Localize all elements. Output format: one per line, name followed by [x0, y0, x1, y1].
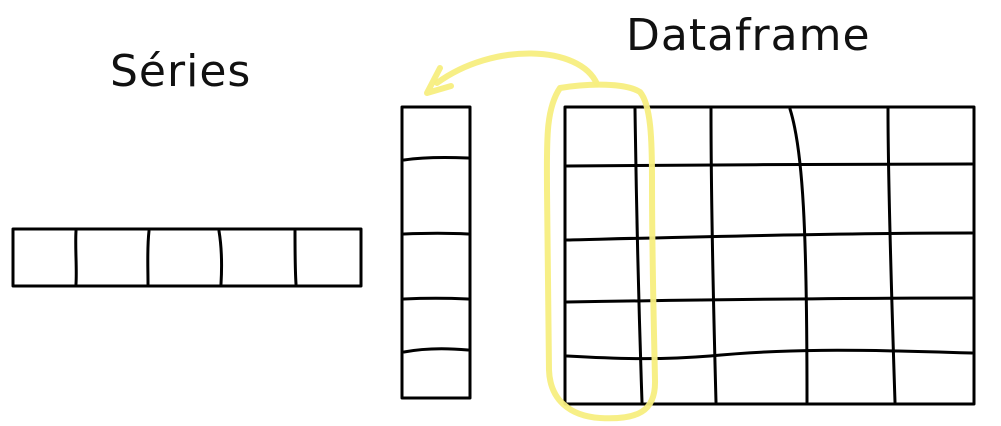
vertical-series-outline	[400, 105, 472, 400]
horizontal-series-divider	[74, 229, 78, 286]
dataframe-column-divider	[886, 107, 897, 404]
highlighted-column	[543, 81, 659, 422]
vertical-series-divider	[402, 155, 470, 162]
vertical-series-divider	[402, 231, 470, 236]
dataframe-column-divider	[788, 107, 809, 404]
dataframe-row-divider	[565, 162, 974, 168]
extraction-arrow	[424, 50, 600, 96]
dataframe-column-divider	[709, 107, 718, 404]
horizontal-series-divider	[293, 229, 298, 286]
dataframe-row-divider	[565, 348, 974, 361]
dataframe-row-divider	[565, 231, 974, 242]
horizontal-series-divider	[146, 229, 151, 286]
series-label: Séries	[110, 46, 252, 97]
dataframe-grid	[563, 105, 976, 406]
arrow-head	[424, 65, 454, 96]
horizontal-series-strip	[11, 227, 363, 288]
dataframe-row-divider	[565, 296, 974, 304]
vertical-series-divider	[402, 347, 470, 354]
dataframe-label: Dataframe	[626, 10, 871, 61]
vertical-series-strip	[400, 105, 472, 400]
arrow-curve	[434, 50, 600, 87]
dataframe-outline	[563, 105, 976, 406]
horizontal-series-outline	[11, 227, 363, 288]
vertical-series-divider	[402, 296, 470, 301]
horizontal-series-divider	[217, 229, 224, 286]
